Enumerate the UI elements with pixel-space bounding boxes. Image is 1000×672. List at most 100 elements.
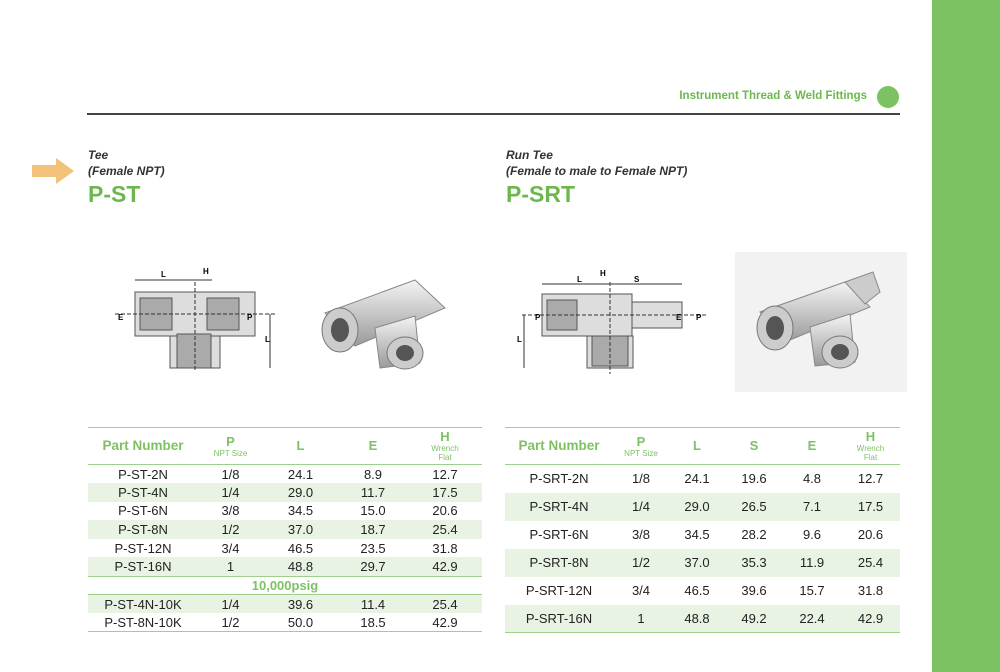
tee-product-photo (321, 279, 446, 370)
table-cell: 26.5 (725, 492, 783, 521)
product-title: Tee(Female NPT) (88, 147, 165, 179)
table-cell: P-ST-16N (88, 557, 198, 577)
table-cell: 12.7 (857, 471, 884, 487)
table-cell: 1/8 (221, 466, 240, 482)
table-cell: 20.6 (432, 503, 458, 519)
dim-label: E (676, 313, 682, 322)
table-cell: 37.0 (263, 520, 338, 539)
table-cell: 3/4 (631, 583, 651, 598)
table-cell: 3/4 (221, 540, 240, 556)
table-cell: 19.6 (741, 471, 767, 487)
table-cell: 18.5 (338, 613, 408, 633)
table-cell: P-ST-12N (114, 540, 172, 556)
table-cell: 34.5 (684, 527, 710, 542)
col-s: S (725, 427, 783, 465)
col-l: L (669, 427, 725, 465)
dim-label: L (517, 335, 522, 344)
table-row: P-ST-2N 1/8 24.1 8.9 12.7 (88, 465, 482, 484)
table-cell: 11.9 (783, 548, 841, 577)
dim-label: L (265, 335, 270, 344)
product-code: P-SRT (506, 181, 575, 207)
table-cell: 29.7 (338, 557, 408, 577)
product-subtitle: (Female to male to Female NPT) (506, 164, 688, 178)
table-cell: 18.7 (338, 520, 408, 539)
table-cell: 20.6 (857, 527, 884, 542)
table-cell: 48.8 (263, 557, 338, 577)
table-cell: 3/8 (631, 527, 651, 542)
dim-label: S (634, 275, 640, 284)
table-cell: 35.3 (725, 548, 783, 577)
table-cell: 50.0 (263, 613, 338, 633)
table-cell: 1/4 (198, 483, 263, 502)
dim-label: H (203, 267, 209, 276)
header-dot (877, 86, 899, 108)
table-cell: 25.4 (841, 548, 900, 577)
table-cell: 39.6 (741, 583, 767, 598)
header-rule (87, 113, 900, 115)
table-cell: 39.6 (263, 594, 338, 614)
table-cell: 22.4 (783, 604, 841, 633)
table-cell: 42.9 (841, 604, 900, 633)
product-subtitle: (Female NPT) (88, 164, 165, 178)
table-cell: 28.2 (741, 527, 767, 542)
table-cell: 25.4 (408, 520, 482, 539)
table-cell: 34.5 (287, 503, 314, 519)
run-tee-product-photo (756, 271, 881, 369)
arrow-right-icon (32, 158, 74, 184)
table-cell: 25.4 (408, 594, 482, 614)
table-cell: P-ST-6N (118, 503, 168, 519)
table-cell: 1/2 (198, 613, 263, 633)
col-part-number: Part Number (88, 427, 198, 465)
table-cell: P-SRT-12N (525, 583, 593, 598)
table-cell: 24.1 (287, 466, 314, 482)
table-cell: 1/4 (613, 492, 669, 521)
table-cell: 1/2 (198, 520, 263, 539)
table-cell: 42.9 (408, 613, 482, 633)
product-title: Run Tee(Female to male to Female NPT) (506, 147, 687, 179)
pressure-row: 10,000psig (88, 575, 482, 596)
table-cell: P-SRT-4N (505, 492, 613, 521)
table-cell: P-ST-8N-10K (88, 613, 198, 633)
table-cell: 29.0 (669, 492, 725, 521)
col-e: E (338, 427, 408, 465)
product-code: P-ST (88, 181, 141, 207)
table-cell: 9.6 (802, 527, 822, 542)
table-cell: 24.1 (684, 471, 710, 487)
table-cell: P-ST-4N-10K (88, 594, 198, 614)
table-cell: 1/2 (613, 548, 669, 577)
table-cell: 1 (613, 604, 669, 633)
table-cell: 1/8 (631, 471, 651, 487)
table-cell: 12.7 (432, 466, 458, 482)
dim-label: L (161, 270, 166, 279)
dim-label: P (535, 313, 541, 322)
table-cell: 15.0 (360, 503, 386, 519)
table-cell: 7.1 (783, 492, 841, 521)
table-cell: 4.8 (802, 471, 822, 487)
dim-label: L (577, 275, 582, 284)
table-cell: P-SRT-16N (505, 604, 613, 633)
table-cell: 17.5 (841, 492, 900, 521)
table-cell: P-SRT-8N (505, 548, 613, 577)
col-e: E (783, 427, 841, 465)
table-cell: P-ST-2N (118, 466, 168, 482)
table-cell: 37.0 (669, 548, 725, 577)
table-cell: 8.9 (363, 466, 383, 482)
table-cell: 1 (198, 557, 263, 577)
table-cell: P-SRT-6N (529, 527, 589, 542)
table-cell: 48.8 (669, 604, 725, 633)
